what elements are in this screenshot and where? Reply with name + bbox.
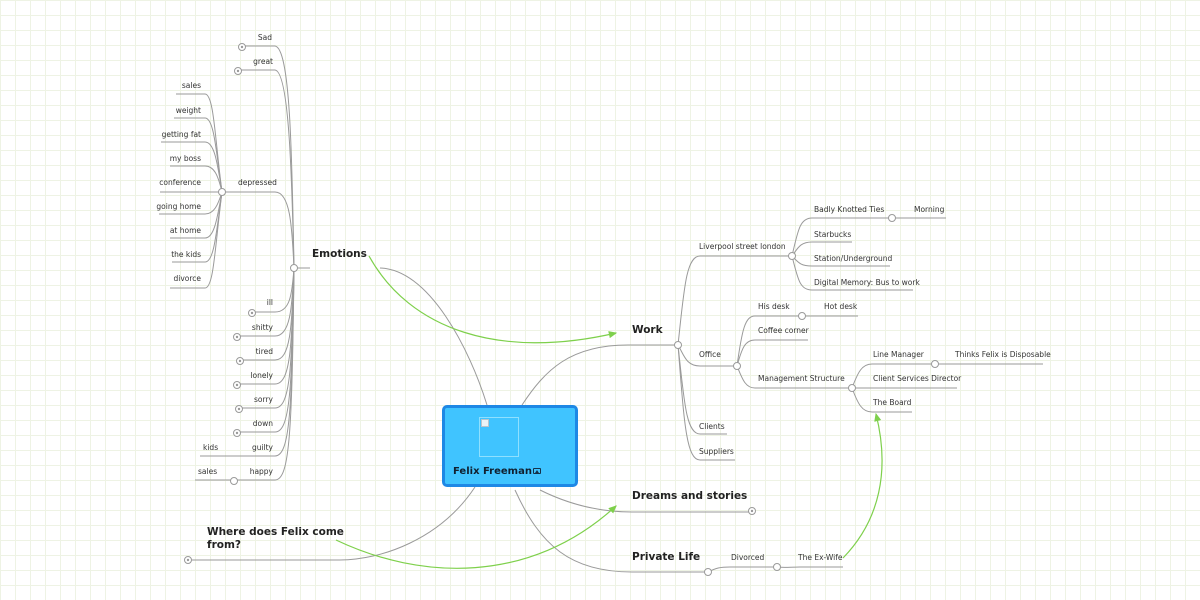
central-topic[interactable]: Felix Freeman [442,405,578,487]
node-happy[interactable]: happy [249,467,273,476]
node-tired[interactable]: tired [255,347,273,356]
node-going-home[interactable]: going home [156,202,201,211]
broken-image-icon [481,419,489,427]
node-badly-knotted-ties[interactable]: Badly Knotted Ties [814,205,885,214]
node-station-underground[interactable]: Station/Underground [814,254,893,263]
node-the-ex-wife[interactable]: The Ex-Wife [798,553,843,562]
node-down[interactable]: down [252,419,273,428]
node-shitty[interactable]: shitty [251,323,273,332]
node-starbucks[interactable]: Starbucks [814,230,852,239]
node-sad[interactable]: Sad [257,33,272,42]
node-conference[interactable]: conference [159,178,201,187]
topic-image-placeholder [479,417,519,457]
node-great[interactable]: great [253,57,273,66]
node-the-board[interactable]: The Board [873,398,912,407]
node-at-home[interactable]: at home [169,226,201,235]
node-client-services-director[interactable]: Client Services Director [873,374,962,383]
node-sorry[interactable]: sorry [254,395,273,404]
node-digital-memory[interactable]: Digital Memory: Bus to work [814,278,920,287]
node-weight[interactable]: weight [175,106,201,115]
node-office[interactable]: Office [699,350,721,359]
node-coffee-corner[interactable]: Coffee corner [758,326,809,335]
topic-private-life[interactable]: Private Life [632,551,701,563]
node-ill[interactable]: ill [266,298,273,307]
node-divorce[interactable]: divorce [173,274,201,283]
node-the-kids[interactable]: the kids [171,250,201,259]
node-management-structure[interactable]: Management Structure [758,374,845,383]
node-hot-desk[interactable]: Hot desk [824,302,858,311]
node-lonely[interactable]: lonely [250,371,273,380]
node-liverpool-street[interactable]: Liverpool street london [699,242,786,251]
node-guilty[interactable]: guilty [251,443,273,452]
node-suppliers[interactable]: Suppliers [699,447,734,456]
topic-dreams-and-stories[interactable]: Dreams and stories [632,490,748,502]
node-thinks-felix-disposable[interactable]: Thinks Felix is Disposable [955,350,1051,359]
node-his-desk[interactable]: His desk [758,302,790,311]
node-my-boss[interactable]: my boss [169,154,201,163]
node-sales-happy[interactable]: sales [198,467,218,476]
node-depressed[interactable]: depressed [238,178,277,187]
node-sales[interactable]: sales [181,81,201,90]
node-divorced[interactable]: Divorced [731,553,765,562]
central-topic-title: Felix Freeman [453,466,532,477]
node-clients[interactable]: Clients [699,422,725,431]
topic-emotions[interactable]: Emotions [312,248,367,260]
node-getting-fat[interactable]: getting fat [161,130,201,139]
topic-work[interactable]: Work [632,324,663,336]
topic-where-from[interactable]: Where does Felix come from? [207,526,344,551]
node-morning[interactable]: Morning [914,205,945,214]
image-icon[interactable] [533,468,541,474]
node-line-manager[interactable]: Line Manager [873,350,924,359]
node-kids[interactable]: kids [203,443,219,452]
